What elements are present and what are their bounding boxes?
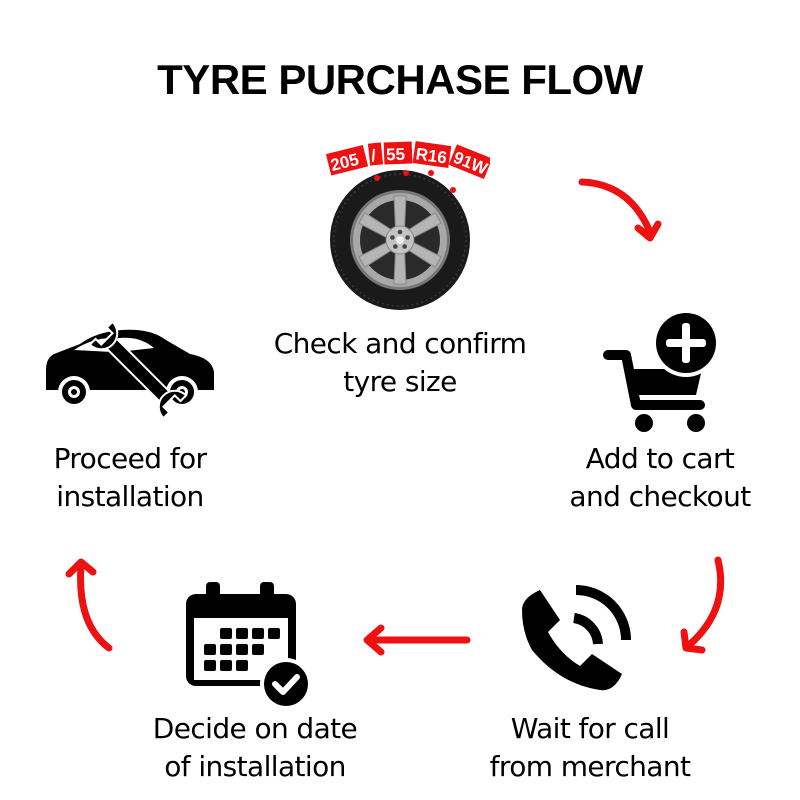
page-title: TYRE PURCHASE FLOW [157, 56, 643, 103]
phone-call-icon [510, 580, 635, 695]
tag-rim: R16 [415, 144, 449, 167]
tyre-icon: 205 / 55 R16 91W [310, 140, 490, 310]
arrow-2-icon [680, 556, 725, 654]
tag-slash: / [370, 146, 377, 165]
step-wait-call-label: Wait for call from merchant [489, 712, 691, 783]
tag-load: 91W [451, 148, 490, 179]
car-repair-icon [40, 310, 220, 430]
arrow-3-icon [363, 624, 471, 656]
cart-add-icon [600, 305, 725, 435]
tag-aspect: 55 [386, 145, 406, 165]
step-add-cart-label: Add to cart and checkout [569, 442, 751, 513]
step-installation-label: Proceed for installation [53, 442, 207, 513]
calendar-check-icon [180, 578, 320, 708]
arrow-1-icon [578, 178, 662, 242]
arrow-4-icon [65, 558, 113, 652]
step-check-size-label: Check and confirm tyre size [273, 327, 527, 398]
step-decide-date-label: Decide on date of installation [152, 712, 358, 783]
